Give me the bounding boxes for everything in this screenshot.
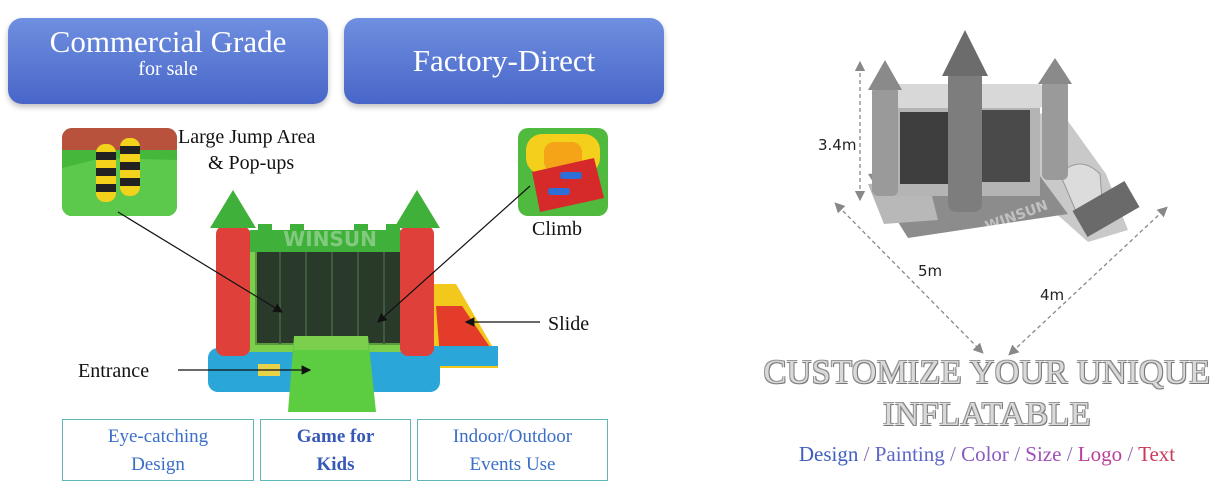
climb-thumbnail <box>518 128 608 216</box>
option-logo: Logo <box>1077 442 1123 466</box>
commercial-grade-badge: Commercial Grade for sale <box>8 18 328 104</box>
option-color: Color <box>961 442 1009 466</box>
jump-area-callout: Large Jump Area & Pop-ups <box>178 124 315 176</box>
option-separator: / <box>1008 442 1026 466</box>
option-design: Design <box>798 442 859 466</box>
option-separator: / <box>858 442 875 466</box>
feature-line: Design <box>131 454 185 475</box>
jump-area-thumbnail <box>62 128 177 216</box>
option-separator: / <box>944 442 962 466</box>
feature-indoor-outdoor: Indoor/Outdoor Events Use <box>417 419 608 481</box>
factory-direct-badge: Factory-Direct <box>344 18 664 104</box>
feature-game-for-kids: Game for Kids <box>260 419 411 481</box>
feature-line: Eye-catching <box>107 426 209 447</box>
option-separator: / <box>1122 442 1139 466</box>
option-separator: / <box>1061 442 1078 466</box>
commercial-grade-title: Commercial Grade <box>49 24 287 59</box>
bounce-castle-image: WINSUN <box>200 186 500 416</box>
feature-line: Events Use <box>469 454 556 475</box>
watermark-text: WINSUN <box>283 227 377 251</box>
customize-line-2: INFLATABLE <box>882 396 1092 433</box>
option-painting: Painting <box>874 442 945 466</box>
feature-line: Kids <box>316 454 355 475</box>
factory-direct-title: Factory-Direct <box>412 43 596 78</box>
height-dimension-label: 3.4m <box>818 136 857 154</box>
customization-options: Design / Painting / Color / Size / Logo … <box>760 442 1214 467</box>
feature-eye-catching: Eye-catching Design <box>62 419 254 481</box>
popups-label: & Pop-ups <box>208 152 295 174</box>
slide-callout: Slide <box>548 313 590 335</box>
option-text: Text <box>1138 442 1176 466</box>
climb-callout: Climb <box>532 218 583 240</box>
option-size: Size <box>1025 442 1062 466</box>
custom-castle-grayscale-image: WINSUN <box>828 24 1144 264</box>
jump-area-label: Large Jump Area <box>178 126 316 148</box>
feature-line: Game for <box>296 426 375 447</box>
width-dimension-label: 5m <box>918 262 943 280</box>
feature-line: Indoor/Outdoor <box>452 426 573 447</box>
depth-dimension-label: 4m <box>1040 286 1065 304</box>
customize-line-1: CUSTOMIZE YOUR UNIQUE <box>763 354 1211 391</box>
entrance-callout: Entrance <box>78 360 150 382</box>
for-sale-subtitle: for sale <box>138 58 198 80</box>
customize-headline: CUSTOMIZE YOUR UNIQUE INFLATABLE <box>760 352 1214 436</box>
